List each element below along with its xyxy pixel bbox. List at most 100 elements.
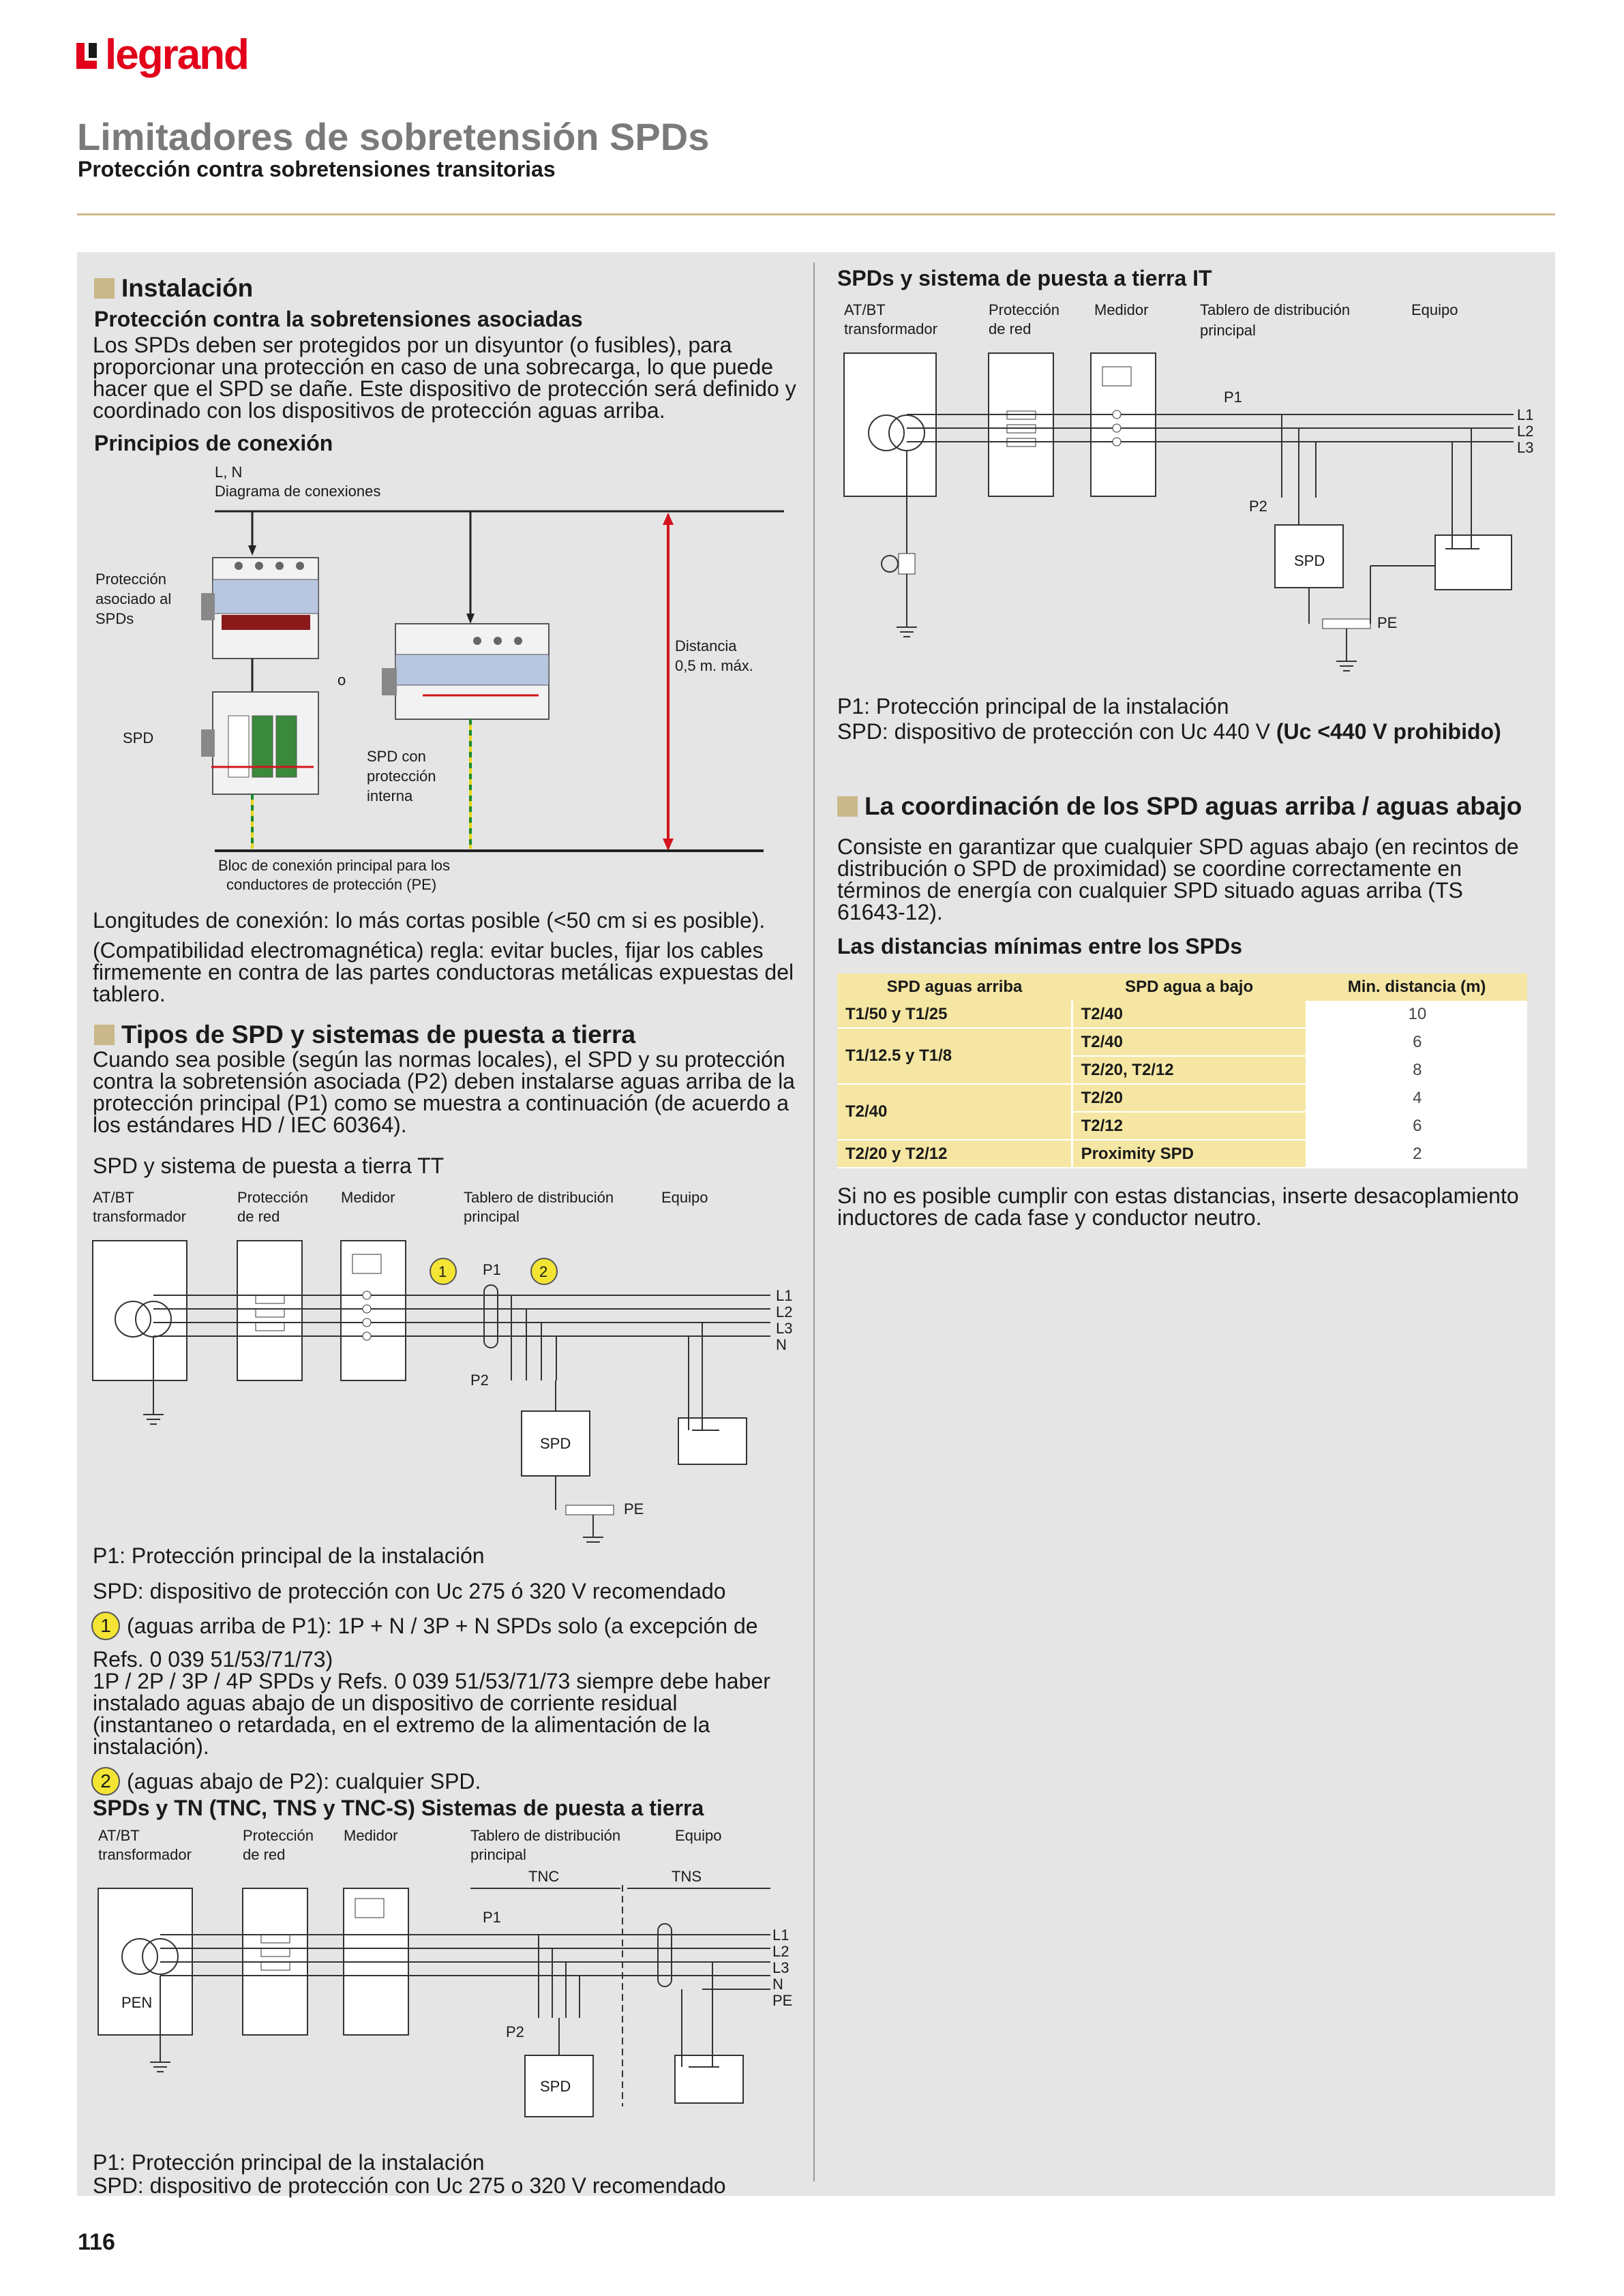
label-tablero1: Tablero de distribución [1200, 301, 1350, 318]
label-prot2: asociado al [95, 590, 171, 607]
table-row: T2/20, T2/12 8 [837, 1056, 1527, 1085]
label-l3-it: L3 [1517, 439, 1533, 456]
cell-distance: 8 [1306, 1056, 1527, 1085]
it-note-p1: P1: Protección principal de la instalaci… [837, 694, 1229, 719]
label-spdint3: interna [367, 787, 413, 804]
it-note-spd: SPD: dispositivo de protección con Uc 44… [837, 719, 1501, 744]
tt-system-title: SPD y sistema de puesta a tierra TT [93, 1153, 445, 1178]
label-spd-tt: SPD [540, 1435, 571, 1452]
installation-subheading: Protección contra la sobretensiones asoc… [94, 307, 583, 331]
spd-device [201, 691, 319, 795]
label-tablero1: Tablero de distribución [470, 1827, 620, 1844]
spd-internal-device [382, 623, 550, 720]
cell-upstream: T2/20 y T2/12 [837, 1140, 1073, 1168]
label-medidor: Medidor [344, 1827, 397, 1844]
label-protred2: de red [237, 1208, 280, 1225]
col-header-upstream: SPD aguas arriba [837, 973, 1072, 1001]
label-p1: P1 [1224, 389, 1242, 406]
page-subtitle: Protección contra sobretensiones transit… [78, 157, 556, 181]
label-tablero2: principal [470, 1846, 526, 1863]
label-tnc: TNC [528, 1868, 559, 1885]
tn-system-title: SPDs y TN (TNC, TNS y TNC-S) Sistemas de… [93, 1796, 704, 1820]
label-bloc1: Bloc de conexión principal para los [218, 857, 450, 874]
page-title: Limitadores de sobretensión SPDs [77, 115, 710, 158]
label-l2-tt: L2 [776, 1303, 792, 1320]
label-l3-tt: L3 [776, 1320, 792, 1337]
min-distance-table: SPD aguas arriba SPD agua a bajo Min. di… [837, 973, 1527, 1168]
cell-downstream: Proximity SPD [1072, 1140, 1308, 1168]
cell-downstream: T2/40 [1072, 1001, 1308, 1029]
label-l2-it: L2 [1517, 423, 1533, 440]
label-prot1: Protección [95, 571, 166, 588]
label-equipo: Equipo [675, 1827, 722, 1844]
label-protred1: Protección [243, 1827, 314, 1844]
label-equipo: Equipo [661, 1189, 708, 1206]
cell-distance: 2 [1306, 1140, 1527, 1168]
label-spd-it: SPD [1294, 552, 1325, 569]
tt-note-p1: P1: Protección principal de la instalaci… [93, 1543, 485, 1568]
badge-2: 2 [91, 1767, 120, 1796]
label-dist1: Distancia [675, 637, 737, 654]
label-ln: L, N [215, 464, 242, 481]
table-row: T2/12 6 [837, 1112, 1527, 1141]
label-tablero2: principal [1200, 322, 1256, 339]
label-dist2: 0,5 m. máx. [675, 657, 753, 674]
label-spdint1: SPD con [367, 748, 426, 765]
label-l1-tn: L1 [772, 1927, 789, 1944]
legrand-logo-text: legrand [105, 31, 250, 78]
cell-downstream: T2/20, T2/12 [1072, 1056, 1308, 1085]
label-protred2: de red [243, 1846, 285, 1863]
marker-1: 1 [438, 1263, 447, 1280]
cell-upstream: T1/12.5 y T1/8 [837, 1028, 1073, 1085]
label-diagram: Diagrama de conexiones [215, 483, 380, 500]
page-number: 116 [78, 2229, 115, 2255]
label-pe-it: PE [1377, 614, 1397, 631]
label-l2-tn: L2 [772, 1943, 789, 1960]
label-p1: P1 [483, 1261, 501, 1278]
label-or: o [337, 671, 346, 689]
label-pen: PEN [121, 1994, 152, 2011]
coordination-paragraph: Consiste en garantizar que cualquier SPD… [837, 834, 1519, 924]
section-marker-icon [837, 796, 858, 817]
tn-system-diagram: AT/BT transformador Protección de red Me… [97, 1827, 792, 2117]
min-distance-heading: Las distancias mínimas entre los SPDs [837, 934, 1243, 958]
installation-heading: Instalación [94, 274, 253, 303]
label-p1: P1 [483, 1909, 501, 1926]
table-row: T1/12.5 y T1/8 T2/40 6 [837, 1028, 1527, 1085]
label-medidor: Medidor [1094, 301, 1148, 318]
label-tablero2: principal [464, 1208, 520, 1225]
label-prot3: SPDs [95, 610, 134, 627]
label-spd-tn: SPD [540, 2078, 571, 2095]
it-system-diagram: AT/BT transformador Protección de red Me… [843, 301, 1533, 671]
label-p2: P2 [470, 1372, 489, 1389]
label-l3-tn: L3 [772, 1959, 789, 1976]
label-medidor: Medidor [341, 1189, 395, 1206]
cell-upstream: T2/40 [837, 1084, 1073, 1141]
coordination-heading: La coordinación de los SPD aguas arriba … [837, 792, 1522, 821]
label-protred1: Protección [989, 301, 1059, 318]
cell-distance: 10 [1306, 1001, 1527, 1029]
label-atbt1: AT/BT [844, 301, 886, 318]
tt-note-1-refs: Refs. 0 039 51/53/71/73) [93, 1647, 333, 1672]
label-atbt1: AT/BT [98, 1827, 140, 1844]
section-marker-icon [94, 278, 115, 299]
installation-paragraph: Los SPDs deben ser protegidos por un dis… [93, 333, 796, 423]
label-tablero1: Tablero de distribución [464, 1189, 614, 1206]
cell-upstream: T1/50 y T1/25 [837, 1001, 1073, 1029]
label-protred1: Protección [237, 1189, 308, 1206]
col-header-distance: Min. distancia (m) [1306, 973, 1527, 1001]
spd-types-heading: Tipos de SPD y sistemas de puesta a tier… [94, 1021, 635, 1049]
cell-downstream: T2/20 [1072, 1084, 1308, 1113]
cell-distance: 4 [1306, 1084, 1527, 1113]
label-spdint2: protección [367, 768, 436, 785]
tt-note-2: 2(aguas abajo de P2): cualquier SPD. [91, 1767, 481, 1796]
tt-system-diagram: AT/BT transformador Protección de red Me… [92, 1189, 792, 1543]
col-header-downstream: SPD agua a bajo [1072, 973, 1307, 1001]
marker-2: 2 [539, 1263, 547, 1280]
tt-note-1: 1(aguas arriba de P1): 1P + N / 3P + N S… [91, 1612, 758, 1640]
label-atbt2: transformador [93, 1208, 186, 1225]
column-divider [813, 262, 815, 2181]
tn-note-p1: P1: Protección principal de la instalaci… [93, 2150, 485, 2175]
breaker-device [201, 557, 319, 659]
legrand-logo-mark [76, 40, 100, 70]
